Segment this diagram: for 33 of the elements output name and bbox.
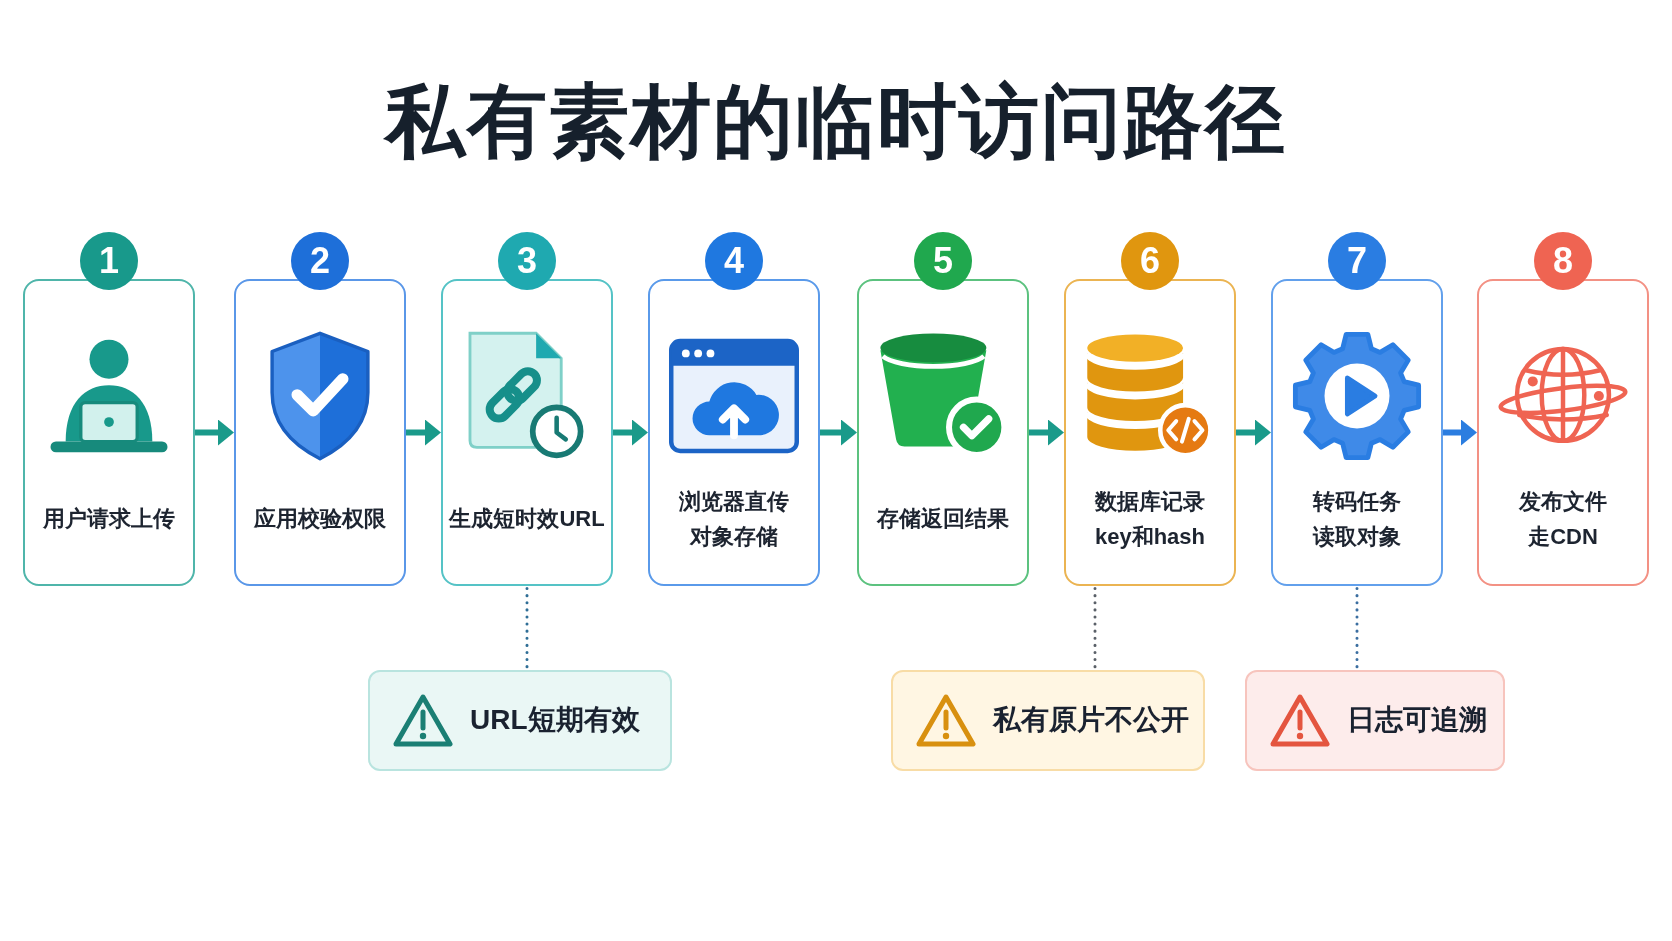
- arrow: [1443, 419, 1477, 446]
- dotted-line: [525, 587, 529, 669]
- warning-note: [368, 670, 672, 771]
- step-label: 生成短时效URL: [449, 505, 605, 534]
- step-label: 用户请求上传: [43, 505, 175, 534]
- step-number: 4: [705, 232, 763, 290]
- dotted-line: [1093, 587, 1097, 669]
- warning-text: 日志可追溯: [1347, 703, 1487, 738]
- arrow: [820, 419, 857, 446]
- step-number: 2: [291, 232, 349, 290]
- arrow: [195, 419, 234, 446]
- arrow: [1236, 419, 1271, 446]
- dotted-line: [1355, 587, 1359, 669]
- diagram-title: 私有素材的临时访问路径: [385, 76, 1287, 168]
- arrow: [613, 419, 648, 446]
- warning-text: 私有原片不公开: [993, 703, 1189, 738]
- step-number: 1: [80, 232, 138, 290]
- step-number: 3: [498, 232, 556, 290]
- arrow: [406, 419, 441, 446]
- step-label: 浏览器直传对象存储: [679, 487, 789, 551]
- step-number: 8: [1534, 232, 1592, 290]
- warning-text: URL短期有效: [470, 703, 640, 738]
- step-label: 转码任务读取对象: [1311, 487, 1402, 551]
- step-number: 7: [1328, 232, 1386, 290]
- step-label: 数据库记录key和hash: [1093, 487, 1207, 551]
- step-number: 5: [914, 232, 972, 290]
- step-label: 应用校验权限: [254, 505, 386, 534]
- arrow: [1029, 419, 1064, 446]
- step-label: 存储返回结果: [877, 505, 1009, 534]
- warning-note: [891, 670, 1205, 771]
- warning-note: [1245, 670, 1505, 771]
- step-label: 发布文件走CDN: [1518, 487, 1608, 551]
- step-number: 6: [1121, 232, 1179, 290]
